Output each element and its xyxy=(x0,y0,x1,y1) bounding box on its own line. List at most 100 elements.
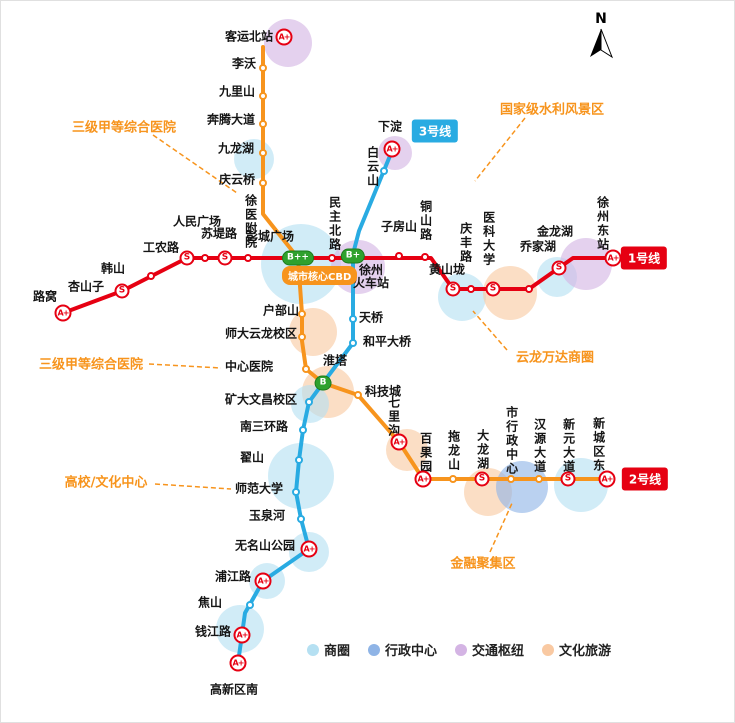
station-marker xyxy=(421,253,429,261)
station-marker xyxy=(525,285,533,293)
station-label: 南三环路 xyxy=(239,419,289,434)
station-label: 师大云龙校区 xyxy=(224,326,298,341)
station-marker xyxy=(259,120,267,128)
station-label: 淮塔 xyxy=(322,353,348,368)
station-label: 乔家湖 xyxy=(519,239,557,254)
station-marker: S xyxy=(551,260,567,276)
station-marker: A+ xyxy=(598,470,616,488)
line2-name-box: 2号线 xyxy=(621,467,669,491)
annotation-label: 高校/文化中心 xyxy=(64,475,148,491)
station-marker xyxy=(298,333,306,341)
station-marker: A+ xyxy=(233,626,251,644)
station-marker: B+ xyxy=(340,248,366,264)
station-marker xyxy=(246,601,254,609)
station-label: 九里山 xyxy=(218,84,256,99)
station-marker: A+ xyxy=(229,654,247,672)
station-marker xyxy=(259,92,267,100)
annotation-leader-line xyxy=(154,483,232,490)
station-marker xyxy=(305,398,313,406)
station-label: 庆丰路 xyxy=(458,222,473,264)
station-marker xyxy=(302,365,310,373)
station-label: 杏山子 xyxy=(67,279,105,294)
compass-arrow xyxy=(590,28,614,59)
zone-circle-hub xyxy=(560,238,612,290)
station-label: 苏堤路 xyxy=(200,226,238,241)
station-label: 科技城 xyxy=(364,384,402,399)
station-marker: S xyxy=(485,281,501,297)
station-marker xyxy=(201,254,209,262)
station-marker xyxy=(298,310,306,318)
station-marker xyxy=(535,475,543,483)
legend-item-business: 商圈 xyxy=(307,640,350,659)
station-label: 户部山 xyxy=(262,303,300,318)
metro-line1 xyxy=(61,256,615,315)
station-marker xyxy=(295,456,303,464)
legend-item-hub: 交通枢纽 xyxy=(455,640,524,659)
station-marker xyxy=(467,285,475,293)
station-label: 焦山 xyxy=(197,595,223,610)
station-label: 中心医院 xyxy=(224,359,274,374)
station-marker xyxy=(349,315,357,323)
annotation-label: 三级甲等综合医院 xyxy=(38,357,144,373)
station-marker xyxy=(507,475,515,483)
station-label: 新元大道 xyxy=(561,418,576,474)
station-label: 徐州东站 xyxy=(595,196,610,252)
station-label: 新城区东 xyxy=(591,417,606,473)
station-marker xyxy=(354,391,362,399)
station-label: 矿大文昌校区 xyxy=(224,392,298,407)
station-label: 无名山公园 xyxy=(234,538,296,553)
annotation-leader-line xyxy=(152,134,238,194)
station-label: 天桥 xyxy=(358,310,384,325)
annotation-leader-line xyxy=(474,117,526,182)
station-label: 医科大学 xyxy=(481,211,496,267)
station-marker: S xyxy=(217,250,233,266)
compass-n-label: N xyxy=(595,11,607,27)
station-label: 工农路 xyxy=(142,240,180,255)
station-marker: A+ xyxy=(390,433,408,451)
station-marker xyxy=(449,475,457,483)
station-marker xyxy=(259,149,267,157)
legend-label-culture: 文化旅游 xyxy=(559,644,612,659)
station-marker xyxy=(259,64,267,72)
annotation-label: 云龙万达商圈 xyxy=(515,350,595,366)
legend-item-admin: 行政中心 xyxy=(368,640,437,659)
station-label: 下淀 xyxy=(377,119,403,134)
station-label: 徐州火车站 xyxy=(352,262,390,290)
annotation-label: 三级甲等综合医院 xyxy=(71,120,177,136)
zone-circle-admin xyxy=(496,461,548,513)
annotation-label: 金融聚集区 xyxy=(450,556,516,572)
station-label: 七里沟 xyxy=(386,396,401,438)
station-label: 百果园 xyxy=(418,432,433,474)
station-marker xyxy=(292,488,300,496)
station-label: 钱江路 xyxy=(194,624,232,639)
station-marker xyxy=(147,272,155,280)
station-label: 浦江路 xyxy=(214,569,252,584)
annotation-leader-line xyxy=(148,363,222,369)
station-label: 铜山路 xyxy=(418,200,433,242)
annotation-leader-line xyxy=(489,500,514,553)
station-marker: A+ xyxy=(414,470,432,488)
station-label: 人民广场 xyxy=(172,214,222,229)
station-label: 高新区南 xyxy=(209,682,259,697)
station-marker: B xyxy=(314,375,332,391)
cbd-core-badge: 城市核心CBD xyxy=(282,266,358,285)
hub-zone-dot-icon xyxy=(455,643,468,656)
station-marker xyxy=(328,254,336,262)
zone-circle-biz xyxy=(268,443,334,509)
station-marker: A+ xyxy=(254,572,272,590)
station-marker: S xyxy=(114,283,130,299)
annotation-leader-line xyxy=(472,310,508,351)
station-label: 翟山 xyxy=(239,450,265,465)
station-label: 李沃 xyxy=(231,56,257,71)
station-marker xyxy=(259,179,267,187)
line1-name-box: 1号线 xyxy=(620,246,668,270)
station-label: 金龙湖 xyxy=(536,224,574,239)
business-zone-dot-icon xyxy=(307,643,319,656)
zone-circle-culture xyxy=(483,266,537,320)
station-marker: A+ xyxy=(604,249,622,267)
line3-name-box: 3号线 xyxy=(411,119,459,143)
culture-zone-dot-icon xyxy=(542,643,555,656)
station-label: 师范大学 xyxy=(234,481,284,496)
legend-label-business: 商圈 xyxy=(324,644,351,659)
